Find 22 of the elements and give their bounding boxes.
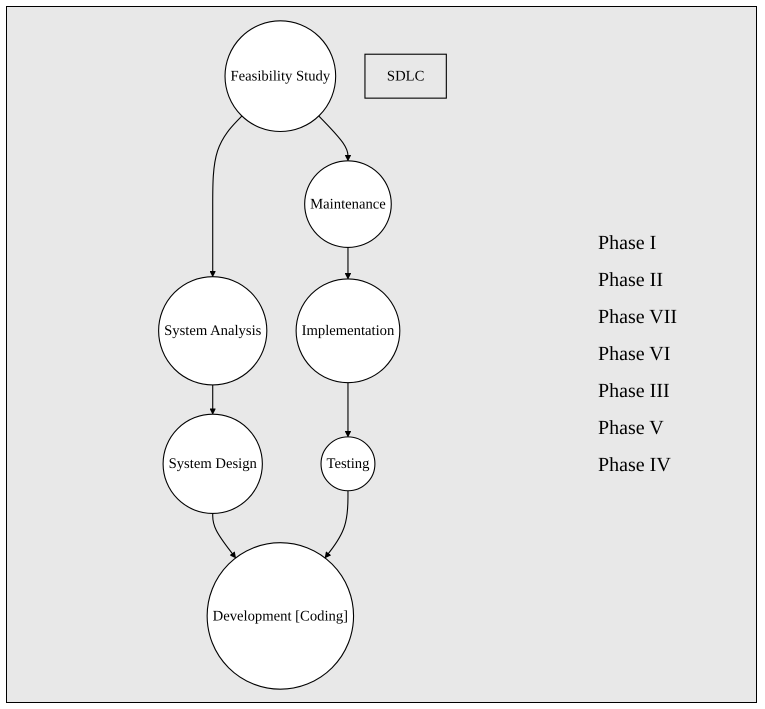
node-circle: Testing [320, 436, 376, 491]
phase-label: Phase VII [598, 306, 678, 329]
phase-label: Phase III [598, 380, 671, 403]
arrow [344, 246, 352, 279]
node-circle: Maintenance [304, 160, 392, 248]
arrow [210, 115, 242, 276]
phase-label: Phase VI [598, 343, 672, 366]
node-circle: Development [Coding] [206, 542, 354, 690]
arrow [212, 512, 236, 558]
arrow [344, 382, 352, 437]
phase-label: Phase I [598, 232, 658, 255]
arrow [210, 384, 216, 414]
phase-label: Phase II [598, 269, 664, 292]
arrow [318, 115, 352, 161]
phase-label: Phase IV [598, 454, 672, 477]
node-circle: System Design [162, 413, 263, 514]
node-circle: System Analysis [158, 276, 268, 385]
node-box: SDLC [364, 53, 447, 98]
arrow [324, 490, 349, 558]
node-circle: Feasibility Study [224, 20, 336, 132]
phase-label: Phase V [598, 417, 665, 440]
node-circle: Implementation [296, 278, 400, 383]
